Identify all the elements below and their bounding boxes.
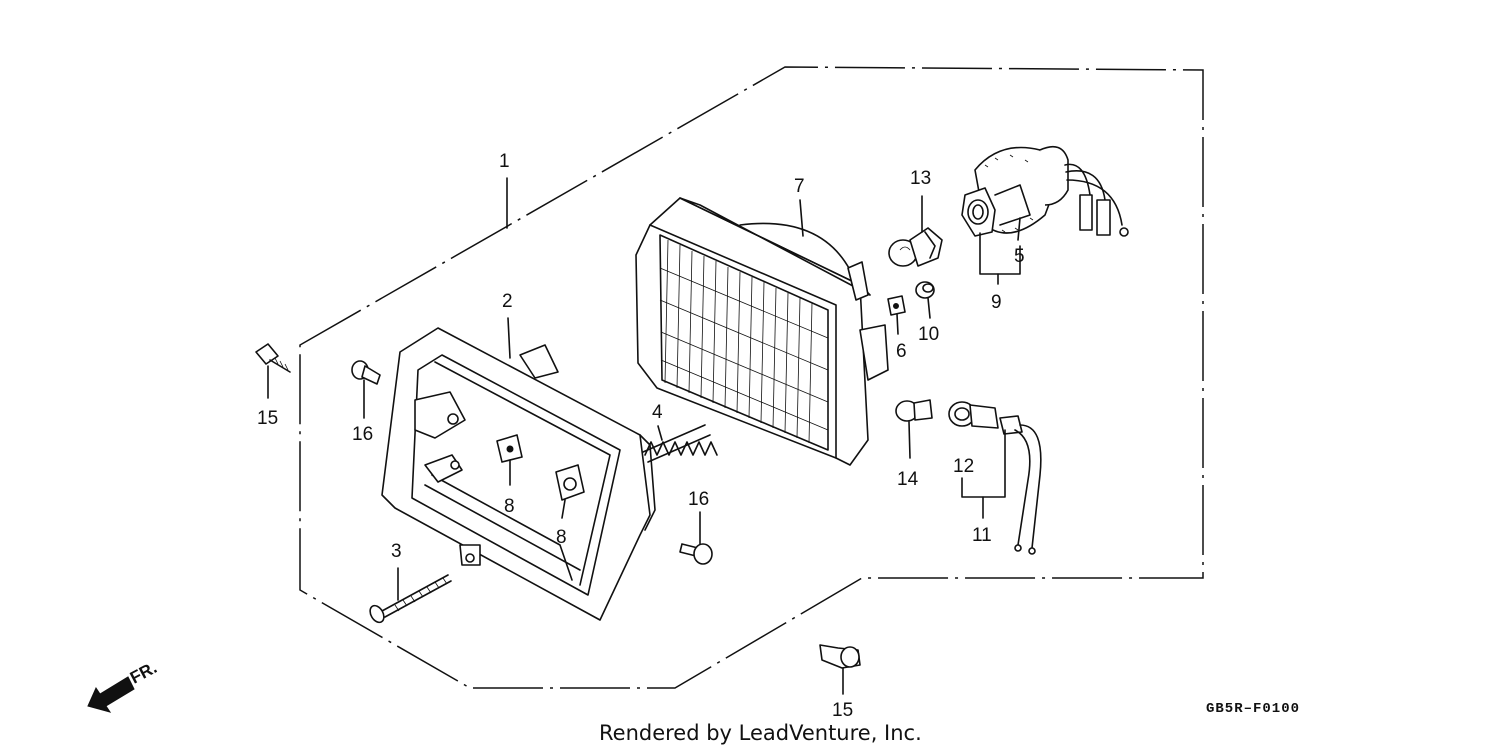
callout-2: 2 <box>502 291 513 312</box>
clip-nut-lower <box>555 464 585 501</box>
callout-5: 5 <box>1014 246 1025 267</box>
callout-13: 13 <box>910 168 931 189</box>
callout-4: 4 <box>652 402 663 423</box>
mounting-bolt-lower <box>819 644 861 669</box>
position-bulb <box>895 399 933 422</box>
position-nut <box>887 295 906 316</box>
headlight-unit <box>635 197 889 466</box>
callout-11: 11 <box>972 525 992 546</box>
headlight-bulb <box>888 227 943 267</box>
callout-8-upper: 8 <box>504 496 515 517</box>
leader-lines <box>267 177 1021 695</box>
callout-7: 7 <box>794 176 805 197</box>
diagram-code: GB5R–F0100 <box>1206 701 1300 717</box>
headlight-case <box>381 327 656 621</box>
position-light-socket <box>948 401 1042 555</box>
clip-nut-upper <box>496 434 523 463</box>
callout-9: 9 <box>991 292 1002 313</box>
callout-15-left: 15 <box>257 408 278 429</box>
front-direction-label: FR. <box>127 658 160 688</box>
callout-16-right: 16 <box>688 489 709 510</box>
assembly-boundary <box>299 66 1204 689</box>
headlight-socket-assembly <box>961 145 1129 237</box>
callout-1: 1 <box>499 151 510 172</box>
callout-15-bottom: 15 <box>832 700 853 721</box>
adjusting-screw <box>369 574 452 624</box>
screw-lower <box>679 543 713 565</box>
callout-10: 10 <box>918 324 939 345</box>
callout-16-left: 16 <box>352 424 373 445</box>
callout-8-lower: 8 <box>556 527 567 548</box>
callout-14: 14 <box>897 469 919 490</box>
adjusting-spring <box>642 424 718 463</box>
callout-6: 6 <box>896 341 907 362</box>
bulb-socket-grommet <box>915 281 935 299</box>
screw-upper <box>351 360 381 385</box>
mounting-bolt-upper <box>255 343 291 373</box>
callout-12: 12 <box>953 456 974 477</box>
front-direction-arrow-icon <box>87 676 135 713</box>
callout-3: 3 <box>391 541 402 562</box>
render-credit: Rendered by LeadVenture, Inc. <box>599 721 922 745</box>
